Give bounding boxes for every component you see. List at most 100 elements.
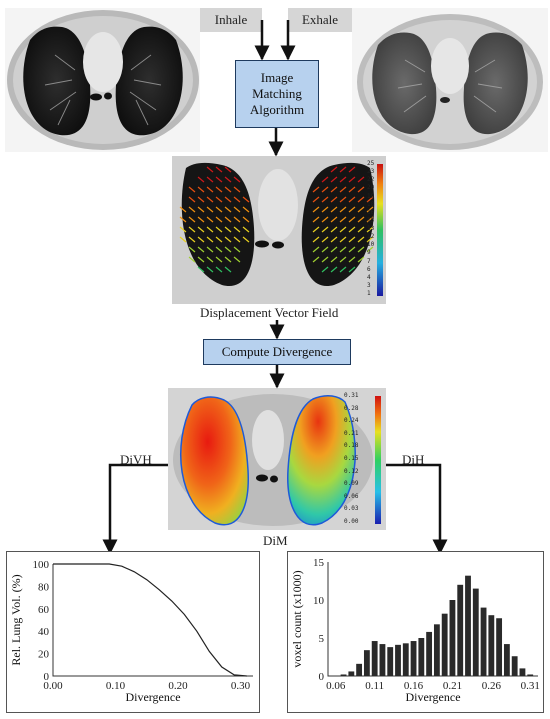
displacement-arrow	[348, 206, 356, 213]
displacement-arrow	[339, 216, 347, 223]
displacement-arrow	[215, 246, 223, 253]
displacement-arrow	[321, 236, 329, 243]
x-tick-label: 0.00	[43, 680, 63, 692]
displacement-arrow	[330, 246, 338, 253]
histogram-bar	[379, 644, 386, 676]
histogram-bar	[418, 638, 425, 676]
colorbar-tick-label: 7	[367, 257, 371, 265]
colorbar-tick-label: 13	[367, 225, 375, 232]
colorbar-tick-label: 0.21	[344, 429, 359, 437]
displacement-arrow	[339, 186, 347, 193]
displacement-arrow	[366, 246, 374, 253]
displacement-arrow	[348, 246, 356, 253]
displacement-arrow	[348, 266, 356, 273]
algorithm-line-3: Algorithm	[249, 102, 305, 118]
displacement-arrow	[224, 166, 232, 173]
displacement-arrow	[206, 216, 214, 223]
histogram-bar	[363, 650, 370, 676]
displacement-arrow	[357, 236, 365, 243]
y-tick-label: 5	[319, 633, 325, 645]
displacement-arrow	[357, 226, 365, 233]
histogram-bar	[426, 631, 433, 676]
displacement-arrow	[321, 176, 329, 183]
displacement-arrow	[215, 176, 223, 183]
displacement-arrow	[330, 226, 338, 233]
displacement-arrow	[233, 216, 241, 223]
y-tick-label: 20	[38, 649, 50, 661]
displacement-arrows	[179, 166, 374, 273]
displacement-arrow	[321, 196, 329, 203]
y-axis-label: Rel. Lung Vol. (%)	[9, 574, 23, 665]
displacement-arrow	[366, 236, 374, 243]
algorithm-line-1: Image	[260, 69, 294, 85]
histogram-bar	[433, 624, 440, 676]
colorbar-tick-label: 0.18	[344, 442, 359, 450]
displacement-arrow	[321, 256, 329, 263]
displacement-arrow	[215, 226, 223, 233]
y-tick-label: 100	[33, 559, 50, 571]
x-axis-label: Divergence	[125, 690, 180, 704]
x-tick-label: 0.06	[326, 680, 346, 692]
displacement-arrow	[312, 196, 320, 203]
displacement-arrow	[206, 256, 214, 263]
displacement-arrow	[339, 236, 347, 243]
colorbar-tick-label: 0.24	[344, 417, 359, 425]
displacement-arrow	[188, 196, 196, 203]
displacement-arrow	[224, 226, 232, 233]
displacement-arrow	[206, 166, 214, 173]
displacement-arrow	[330, 266, 338, 273]
displacement-arrow	[188, 216, 196, 223]
displacement-arrow	[312, 226, 320, 233]
dvf-label: Displacement Vector Field	[200, 305, 339, 320]
displacement-arrow	[206, 196, 214, 203]
divh-label: DiVH	[120, 452, 152, 467]
dim-image	[168, 388, 386, 530]
displacement-arrow	[321, 266, 329, 273]
displacement-arrow	[224, 266, 232, 273]
histogram-bar	[449, 600, 456, 676]
colorbar-tick-label: 0.31	[344, 392, 359, 399]
colorbar-tick-label: 18	[367, 200, 375, 208]
histogram-bar	[488, 615, 495, 676]
displacement-arrow	[233, 256, 241, 263]
displacement-arrow	[339, 196, 347, 203]
displacement-arrow	[366, 206, 374, 213]
displacement-arrow	[348, 166, 356, 173]
displacement-arrow	[179, 226, 187, 233]
displacement-arrow	[224, 196, 232, 203]
displacement-arrow	[348, 236, 356, 243]
displacement-arrow	[357, 176, 365, 183]
dvf-image	[172, 156, 386, 304]
displacement-arrow	[339, 166, 347, 173]
histogram-bar	[402, 643, 409, 676]
displacement-arrow	[321, 216, 329, 223]
displacement-arrow	[242, 236, 250, 243]
exhale-label: Exhale	[301, 12, 339, 27]
displacement-arrow	[215, 186, 223, 193]
colorbar-tick-label: 22	[367, 176, 375, 184]
exhale-tag: Exhale	[288, 8, 352, 32]
histogram-bar	[348, 671, 355, 676]
displacement-arrow	[330, 236, 338, 243]
displacement-arrow	[242, 196, 250, 203]
compute-divergence-label: Compute Divergence	[221, 343, 333, 359]
displacement-arrow	[312, 216, 320, 223]
displacement-arrow	[339, 246, 347, 253]
displacement-arrow	[339, 256, 347, 263]
colorbar-tick-label: 6	[367, 265, 371, 273]
y-tick-label: 0	[44, 671, 50, 683]
colorbar-tick-label: 0.15	[344, 455, 359, 462]
displacement-arrow	[366, 196, 374, 203]
displacement-arrow	[206, 226, 214, 233]
colorbar-tick-label: 9	[367, 249, 371, 257]
displacement-arrow	[366, 216, 374, 223]
image-matching-algorithm-box: Image Matching Algorithm	[235, 60, 319, 128]
displacement-arrow	[312, 246, 320, 253]
displacement-arrow	[357, 256, 365, 263]
displacement-arrow	[224, 246, 232, 253]
